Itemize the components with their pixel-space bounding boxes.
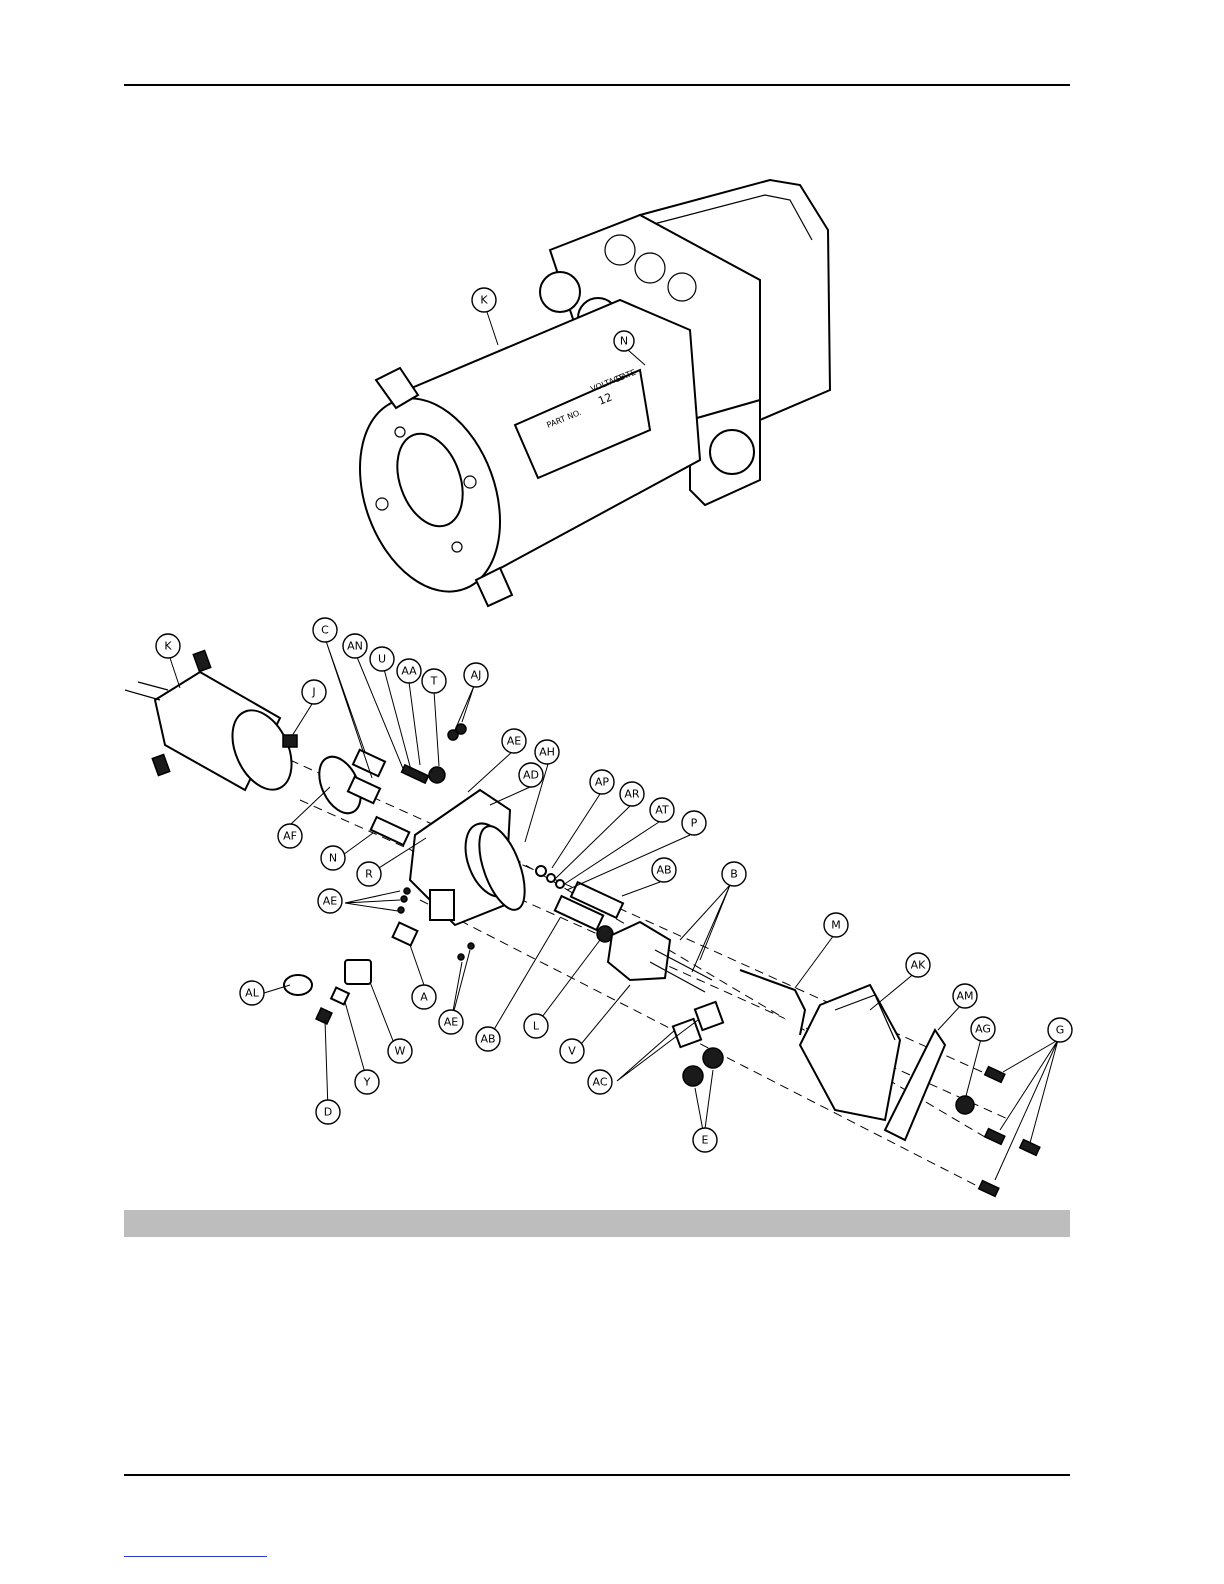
callout-AE-bottom: AE	[439, 1010, 463, 1034]
section-band	[124, 1210, 1070, 1237]
callout-C: C	[313, 618, 337, 642]
callout-AL: AL	[240, 981, 264, 1005]
callout-AE-left: AE	[318, 889, 342, 913]
svg-text:AM: AM	[956, 990, 973, 1003]
svg-text:AG: AG	[975, 1023, 991, 1036]
svg-text:J: J	[311, 686, 315, 699]
svg-text:AH: AH	[539, 746, 555, 759]
assembled-unit: PART NO. VOLTAGE DATE 12 K N	[335, 180, 830, 611]
callout-W: W	[388, 1039, 412, 1063]
callout-D: D	[316, 1100, 340, 1124]
callout-AG: AG	[971, 1017, 995, 1041]
callout-assembled-N: N	[614, 331, 634, 351]
svg-text:AF: AF	[283, 830, 297, 843]
svg-text:B: B	[730, 868, 738, 881]
footer-rule	[124, 1474, 1070, 1476]
callout-E: E	[693, 1128, 717, 1152]
callout-Y: Y	[355, 1070, 379, 1094]
svg-text:L: L	[533, 1020, 540, 1033]
callout-J: J	[302, 680, 326, 704]
svg-text:D: D	[324, 1106, 332, 1119]
callout-U: U	[370, 647, 394, 671]
svg-text:E: E	[702, 1134, 709, 1147]
callout-AC: AC	[588, 1070, 612, 1094]
svg-text:AE: AE	[444, 1016, 459, 1029]
svg-text:AE: AE	[323, 895, 338, 908]
callout-AK: AK	[906, 953, 930, 977]
callout-AA: AA	[397, 659, 421, 683]
svg-text:K: K	[480, 294, 488, 307]
svg-text:P: P	[691, 817, 698, 830]
svg-text:AB: AB	[656, 864, 671, 877]
svg-text:U: U	[378, 653, 386, 666]
svg-text:K: K	[164, 640, 172, 653]
callout-AB-bottom: AB	[476, 1027, 500, 1051]
hex-plug	[710, 430, 754, 474]
callout-P: P	[682, 811, 706, 835]
svg-text:R: R	[365, 868, 373, 881]
callout-AN: AN	[343, 634, 367, 658]
svg-text:A: A	[420, 991, 428, 1004]
callout-B: B	[722, 862, 746, 886]
svg-text:AT: AT	[655, 804, 669, 817]
svg-text:AD: AD	[523, 769, 539, 782]
callout-T: T	[422, 669, 446, 693]
svg-text:N: N	[620, 335, 628, 348]
svg-text:AL: AL	[245, 987, 260, 1000]
callout-AD: AD	[519, 763, 543, 787]
svg-text:M: M	[831, 919, 841, 932]
callout-A: A	[412, 985, 436, 1009]
callout-K: K	[156, 634, 180, 658]
svg-text:N: N	[329, 852, 337, 865]
exploded-view: K J C AN U AA T AJ AE AD AF N R AE A AL …	[125, 618, 1072, 1196]
svg-text:AP: AP	[595, 776, 610, 789]
callout-G: G	[1048, 1018, 1072, 1042]
callout-R: R	[357, 862, 381, 886]
svg-text:AA: AA	[401, 665, 417, 678]
svg-text:AE: AE	[507, 735, 522, 748]
svg-text:AB: AB	[480, 1033, 495, 1046]
svg-text:G: G	[1056, 1024, 1065, 1037]
svg-text:T: T	[430, 675, 438, 688]
callout-V: V	[560, 1039, 584, 1063]
svg-text:AK: AK	[911, 959, 927, 972]
callout-L: L	[524, 1014, 548, 1038]
fitting-1	[540, 272, 580, 312]
callout-assembled-K: K	[472, 288, 496, 312]
exploded-pump	[608, 922, 670, 980]
callout-AR: AR	[620, 782, 644, 806]
callout-AH: AH	[535, 740, 559, 764]
callout-AE-top: AE	[502, 729, 526, 753]
svg-text:C: C	[321, 624, 329, 637]
callout-AM: AM	[953, 984, 977, 1008]
svg-text:AJ: AJ	[471, 669, 482, 682]
callout-AJ: AJ	[464, 663, 488, 687]
callout-AF: AF	[278, 824, 302, 848]
callout-AP: AP	[590, 770, 614, 794]
svg-text:W: W	[395, 1045, 406, 1058]
svg-text:Y: Y	[363, 1076, 371, 1089]
svg-text:V: V	[568, 1045, 576, 1058]
svg-text:AR: AR	[624, 788, 640, 801]
callout-AT: AT	[650, 798, 674, 822]
callout-AB-top: AB	[652, 858, 676, 882]
svg-text:AN: AN	[347, 640, 363, 653]
callout-M: M	[824, 913, 848, 937]
svg-text:AC: AC	[592, 1076, 607, 1089]
callout-N: N	[321, 846, 345, 870]
footer-link-underline[interactable]	[124, 1556, 267, 1557]
